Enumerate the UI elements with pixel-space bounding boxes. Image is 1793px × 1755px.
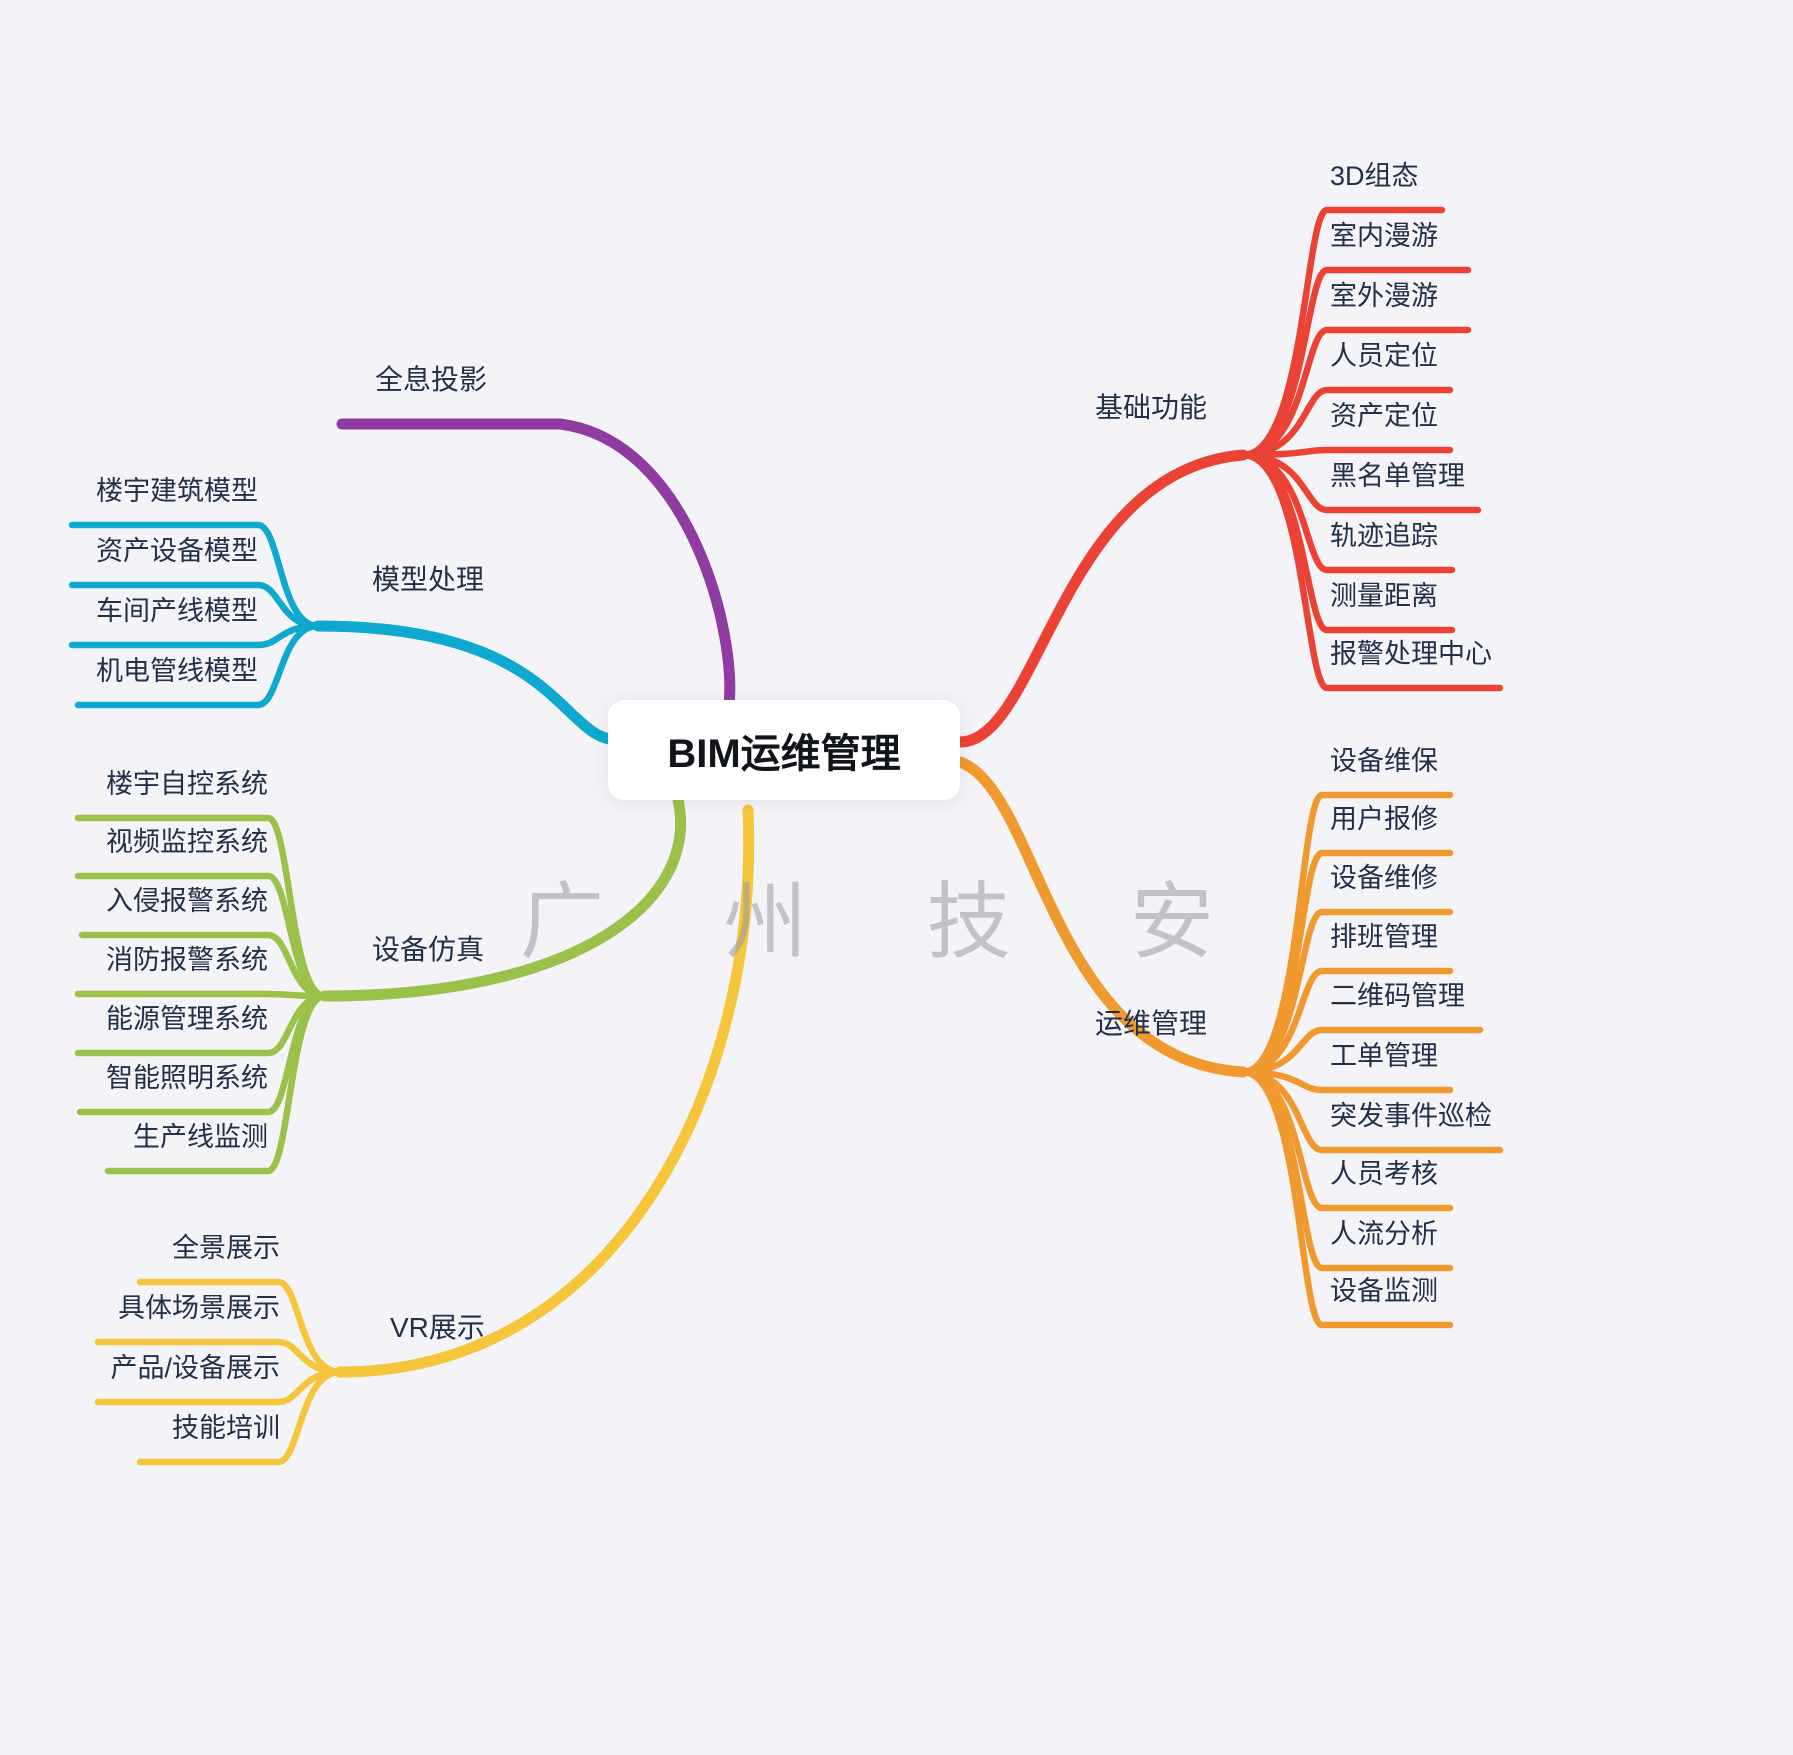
leaf-equipment-simulation-4[interactable]: 能源管理系统: [106, 1004, 268, 1034]
leaf-basic-functions-3[interactable]: 人员定位: [1330, 341, 1438, 371]
leaf-equipment-simulation-2[interactable]: 入侵报警系统: [106, 886, 268, 916]
leaf-om-management-0[interactable]: 设备维保: [1330, 746, 1438, 776]
leaf-equipment-simulation-6[interactable]: 生产线监测: [133, 1122, 268, 1152]
branch-label-holographic-projection[interactable]: 全息投影: [375, 364, 488, 395]
leaf-equipment-simulation-1[interactable]: 视频监控系统: [106, 827, 268, 857]
leaf-model-processing-1[interactable]: 资产设备模型: [96, 536, 258, 566]
branch-label-equipment-simulation[interactable]: 设备仿真: [372, 934, 485, 965]
leaf-basic-functions-6[interactable]: 轨迹追踪: [1330, 521, 1438, 551]
leaf-vr-display-1[interactable]: 具体场景展示: [118, 1293, 280, 1323]
branch-edge: [954, 449, 1249, 748]
leaf-om-management-6[interactable]: 突发事件巡检: [1330, 1101, 1492, 1131]
leaf-vr-display-2[interactable]: 产品/设备展示: [110, 1353, 280, 1383]
leaf-basic-functions-1[interactable]: 室内漫游: [1330, 221, 1438, 251]
branch-label-model-processing[interactable]: 模型处理: [372, 564, 485, 595]
watermark: 广 州 技 安: [520, 875, 1263, 969]
leaf-basic-functions-2[interactable]: 室外漫游: [1330, 281, 1438, 311]
leaf-basic-functions-5[interactable]: 黑名单管理: [1330, 461, 1465, 491]
branch-edge: [312, 620, 624, 746]
branch-edge: [336, 418, 736, 718]
branch-label-om-management[interactable]: 运维管理: [1094, 1008, 1207, 1039]
leaf-basic-functions-4[interactable]: 资产定位: [1330, 401, 1438, 431]
leaf-om-management-5[interactable]: 工单管理: [1330, 1041, 1438, 1071]
leaf-om-management-2[interactable]: 设备维修: [1330, 863, 1438, 893]
branch-edge: [136, 1368, 344, 1466]
branch-edge: [68, 622, 322, 649]
leaf-vr-display-3[interactable]: 技能培训: [172, 1413, 280, 1443]
branch-edge: [74, 622, 322, 709]
branch-edge: [1239, 1068, 1454, 1329]
center-node[interactable]: BIM运维管理: [608, 700, 960, 800]
leaf-equipment-simulation-3[interactable]: 消防报警系统: [106, 945, 268, 975]
leaf-model-processing-0[interactable]: 楼宇建筑模型: [96, 476, 258, 506]
branch-label-basic-functions[interactable]: 基础功能: [1094, 392, 1207, 423]
leaf-om-management-3[interactable]: 排班管理: [1330, 922, 1438, 952]
leaf-basic-functions-7[interactable]: 测量距离: [1330, 581, 1438, 611]
branch-edge: [74, 990, 329, 1000]
branch-edge: [1239, 451, 1504, 692]
leaf-om-management-8[interactable]: 人流分析: [1330, 1219, 1438, 1249]
branch-label-vr-display[interactable]: VR展示: [390, 1312, 485, 1343]
leaf-om-management-4[interactable]: 二维码管理: [1330, 981, 1465, 1011]
leaf-om-management-7[interactable]: 人员考核: [1330, 1159, 1438, 1189]
leaf-model-processing-2[interactable]: 车间产线模型: [96, 596, 258, 626]
branch-edge: [104, 992, 329, 1175]
leaf-basic-functions-0[interactable]: 3D组态: [1330, 161, 1419, 191]
leaf-om-management-9[interactable]: 设备监测: [1330, 1276, 1438, 1306]
leaf-model-processing-3[interactable]: 机电管线模型: [96, 656, 258, 686]
leaf-basic-functions-8[interactable]: 报警处理中心: [1330, 639, 1492, 669]
branch-edge: [334, 804, 755, 1378]
leaf-om-management-1[interactable]: 用户报修: [1330, 804, 1438, 834]
branch-edge: [954, 756, 1249, 1078]
leaf-equipment-simulation-5[interactable]: 智能照明系统: [106, 1063, 268, 1093]
leaf-equipment-simulation-0[interactable]: 楼宇自控系统: [106, 769, 268, 799]
branch-edge: [319, 794, 687, 1002]
center-node-title: BIM运维管理: [667, 732, 901, 776]
leaf-vr-display-0[interactable]: 全景展示: [172, 1233, 280, 1263]
